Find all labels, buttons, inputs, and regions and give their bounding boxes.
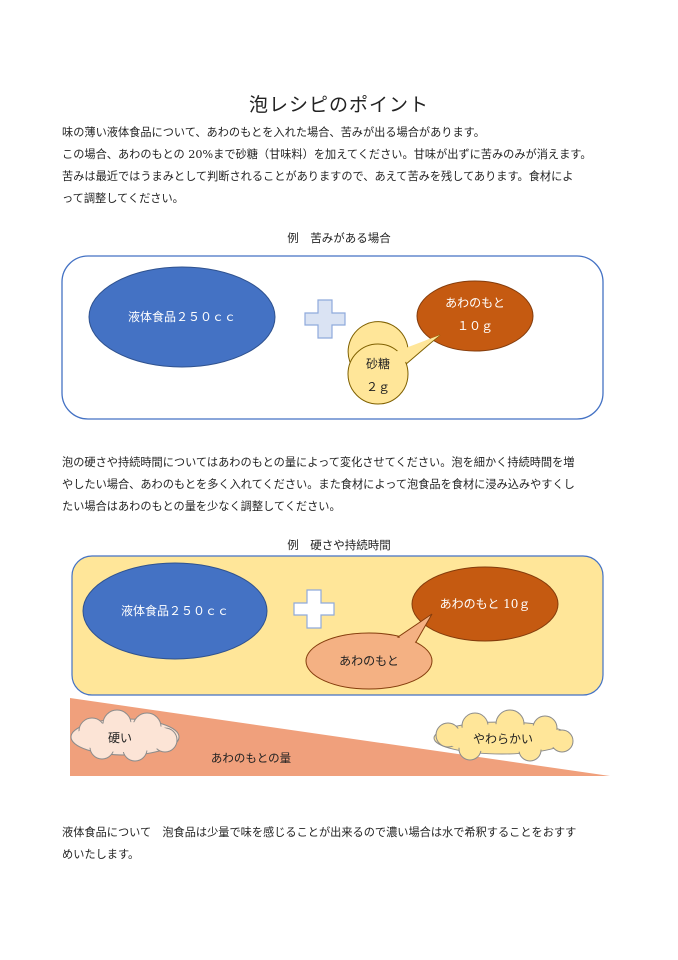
soft-label: やわらかい bbox=[473, 732, 533, 746]
awanomoto-label-2: あわのもと 10ｇ bbox=[440, 597, 531, 611]
middle-line: 泡の硬さや持続時間についてはあわのもとの量によって変化させてください。泡を細かく… bbox=[62, 456, 575, 469]
intro-line: って調整してください。 bbox=[62, 192, 184, 205]
amount-label: あわのもとの量 bbox=[211, 751, 291, 765]
example1-caption: 例 苦みがある場合 bbox=[287, 231, 391, 245]
middle-line: たい場合はあわのもとの量を少なく調整してください。 bbox=[62, 500, 341, 513]
sugar-amount: ２ｇ bbox=[366, 380, 390, 394]
middle-line: やしたい場合、あわのもとを多く入れてください。また食材によって泡食品を食材に浸み… bbox=[62, 478, 575, 491]
liquid-food-label: 液体食品２５０ｃｃ bbox=[128, 309, 236, 324]
awanomoto-ellipse bbox=[416, 280, 534, 352]
intro-paragraph: 味の薄い液体食品について、あわのもとを入れた場合、苦みが出る場合があります。 こ… bbox=[62, 122, 618, 210]
liquid-food-ellipse bbox=[88, 266, 276, 368]
hard-label: 硬い bbox=[108, 731, 132, 745]
liquid-food-ellipse-2 bbox=[82, 562, 268, 660]
plus-icon bbox=[304, 299, 346, 339]
intro-line: この場合、あわのもとの 20%まで砂糖（甘味料）を加えてください。甘味が出ずに苦… bbox=[62, 148, 592, 161]
awanomoto-label: あわのもと bbox=[445, 296, 505, 310]
middle-paragraph: 泡の硬さや持続時間についてはあわのもとの量によって変化させてください。泡を細かく… bbox=[62, 452, 618, 518]
sugar-label: 砂糖 bbox=[366, 356, 390, 371]
footer-line: 液体食品について 泡食品は少量で味を感じることが出来るので濃い場合は水で希釈する… bbox=[62, 826, 577, 839]
awanomoto-bubble-label: あわのもと bbox=[339, 654, 399, 668]
footer-line: めいたします。 bbox=[62, 848, 140, 861]
footer-paragraph: 液体食品について 泡食品は少量で味を感じることが出来るので濃い場合は水で希釈する… bbox=[62, 822, 618, 866]
awanomoto-ellipse-2 bbox=[411, 566, 559, 642]
intro-line: 苦みは最近ではうまみとして判断されることがありますので、あえて苦みを残してありま… bbox=[62, 170, 574, 183]
awanomoto-amount: １０ｇ bbox=[457, 319, 493, 333]
hard-cloud bbox=[70, 709, 180, 762]
plus-icon-2 bbox=[293, 589, 335, 629]
liquid-food-label-2: 液体食品２５０ｃｃ bbox=[121, 603, 229, 618]
example2-caption: 例 硬さや持続時間 bbox=[287, 538, 391, 552]
soft-cloud bbox=[433, 709, 574, 762]
page-title: 泡レシピのポイント bbox=[248, 94, 429, 116]
awanomoto-bubble bbox=[305, 632, 433, 690]
intro-line: 味の薄い液体食品について、あわのもとを入れた場合、苦みが出る場合があります。 bbox=[62, 126, 485, 139]
sugar-bubble-body bbox=[347, 343, 409, 405]
